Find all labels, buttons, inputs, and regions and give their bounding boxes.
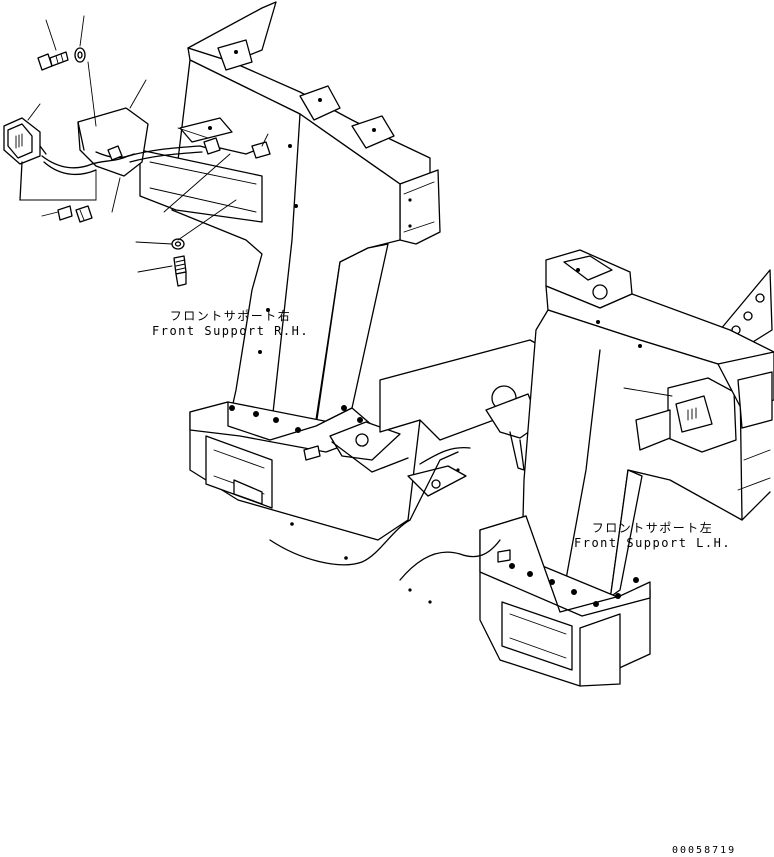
work-lamp-lh: [635, 377, 737, 453]
bolt-bottom: [173, 255, 187, 287]
front-support-rh-label-jp: フロントサポート右: [169, 309, 292, 323]
front-support-lh-label-jp: フロントサポート左: [591, 521, 714, 535]
drawing-number: 00058719: [672, 845, 737, 856]
leader-lines: [27, 15, 673, 397]
lamp-head: [3, 117, 47, 201]
front-support-lh-label: フロントサポート左 Front Support L.H.: [574, 521, 731, 551]
front-support-lh: [399, 249, 774, 687]
front-support-rh-label: フロントサポート右 Front Support R.H.: [152, 309, 309, 339]
front-support-rh-label-en: Front Support R.H.: [152, 324, 310, 338]
front-support-rh: [139, 1, 441, 566]
work-lamp-assembly-rh: [3, 47, 271, 287]
front-support-lh-label-en: Front Support L.H.: [574, 536, 732, 550]
cross-member: [379, 339, 549, 521]
bolt-top: [37, 51, 69, 71]
